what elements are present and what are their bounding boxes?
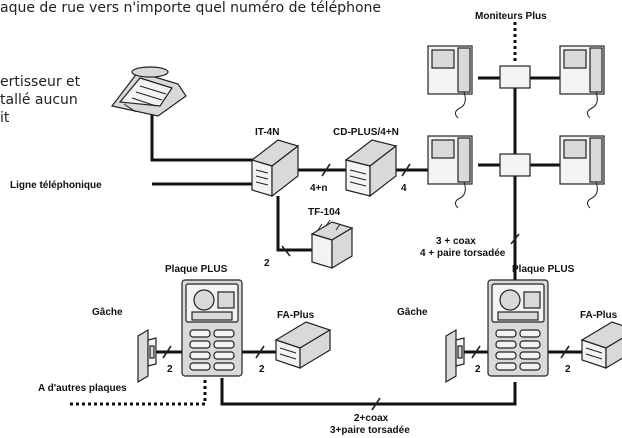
label-2-faplus-left: 2	[259, 364, 265, 375]
junction-box-top	[499, 65, 531, 89]
telephone-icon	[110, 66, 187, 117]
label-3-paire-torsadee: 3+paire torsadée	[330, 425, 410, 436]
monitor-icon-top-right	[559, 45, 605, 119]
label-fa-plus-right: FA-Plus	[580, 310, 618, 321]
wires	[70, 22, 583, 411]
label-2-faplus-right: 2	[565, 364, 571, 375]
label-plaque-plus-right: Plaque PLUS	[512, 264, 575, 275]
intro-line-2: ertisseur et	[0, 74, 81, 90]
intro-line-1: aque de rue vers n'importe quel numéro d…	[0, 0, 381, 16]
label-gache-left: Gâche	[92, 307, 123, 318]
label-2-gache-right: 2	[475, 364, 481, 375]
label-cdplus: CD-PLUS/4+N	[333, 127, 399, 138]
label-gache-right: Gâche	[397, 307, 428, 318]
label-it4n: IT-4N	[255, 127, 280, 138]
door-strike-icon-left	[137, 328, 157, 384]
label-4n: 4+n	[310, 183, 328, 194]
label-autres-plaques: A d'autres plaques	[38, 383, 127, 394]
label-ligne-telephonique: Ligne téléphonique	[10, 180, 102, 191]
wire-other-plates	[70, 378, 207, 406]
fa-plus-icon-right	[580, 321, 622, 370]
monitor-icon-bottom-right	[559, 135, 605, 209]
monitor-icon-top-left	[427, 45, 473, 119]
it4n-device-icon	[250, 139, 300, 198]
label-fa-plus-left: FA-Plus	[277, 310, 315, 321]
label-plaque-plus-left: Plaque PLUS	[165, 264, 228, 275]
tf104-device-icon	[310, 219, 354, 270]
cdplus-device-icon	[344, 139, 398, 198]
intro-line-4: it	[0, 110, 10, 126]
label-3-coax: 3 + coax	[436, 236, 476, 247]
intro-line-3: tallé aucun	[0, 92, 78, 108]
label-4-paire-torsadee: 4 + paire torsadée	[420, 248, 506, 259]
door-panel-icon-right	[487, 279, 549, 377]
junction-box-bottom	[499, 153, 531, 177]
door-strike-icon-right	[445, 328, 465, 384]
label-4: 4	[401, 183, 407, 194]
monitor-icon-bottom-left	[427, 135, 473, 209]
wire-bottom-bus	[220, 378, 517, 406]
label-2-coax: 2+coax	[354, 413, 389, 424]
wire-telephone	[150, 112, 255, 162]
label-2-gache-left: 2	[167, 364, 173, 375]
door-panel-icon-left	[181, 279, 243, 377]
label-moniteurs-plus: Moniteurs Plus	[475, 11, 547, 22]
wire-tf104	[276, 196, 316, 252]
label-tf104: TF-104	[308, 207, 341, 218]
label-2-tf104: 2	[264, 258, 270, 269]
fa-plus-icon-left	[274, 321, 332, 370]
